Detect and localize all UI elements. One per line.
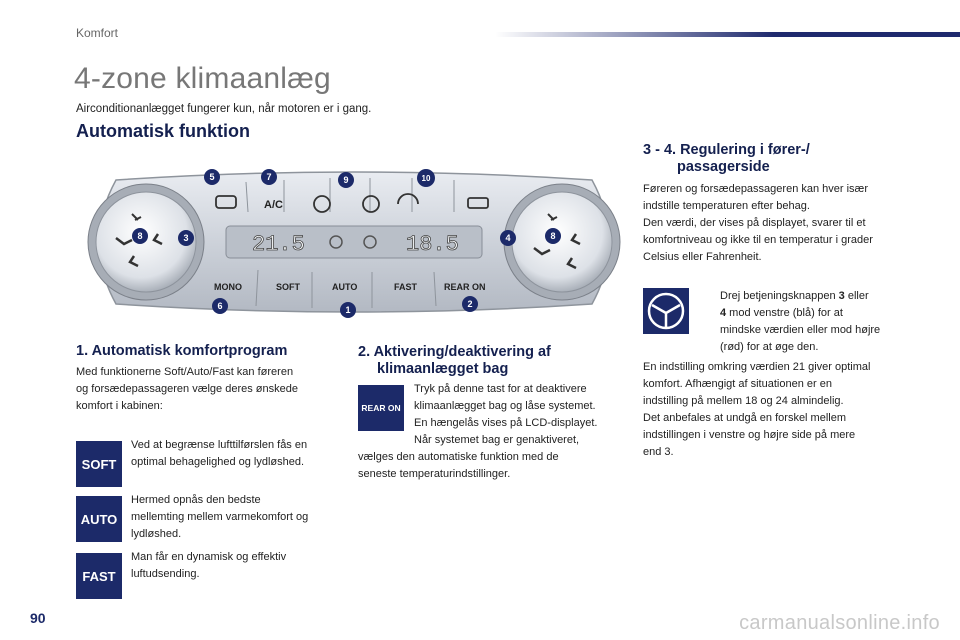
- section-label: Komfort: [76, 26, 119, 40]
- fast-key-icon: FAST: [76, 553, 122, 599]
- panel-btn-soft: SOFT: [276, 282, 301, 292]
- page-title: 4-zone klimaanlæg: [74, 62, 331, 95]
- page-number: 90: [30, 610, 46, 626]
- section3-heading: 3 - 4. Regulering i fører-/ passagerside: [643, 142, 810, 175]
- left-temp-display: 21.5: [252, 232, 305, 257]
- callout-9: 9: [343, 175, 348, 185]
- callout-7: 7: [266, 172, 271, 182]
- panel-btn-fast: FAST: [394, 282, 418, 292]
- optimal-setting-text: En indstilling omkring værdien 21 giver …: [643, 361, 871, 458]
- callout-2: 2: [467, 299, 472, 309]
- callout-5: 5: [209, 172, 214, 182]
- section2-text-full: vælges den automatiske funktion med de s…: [358, 451, 559, 480]
- callout-10: 10: [422, 174, 431, 183]
- callout-1: 1: [345, 305, 350, 315]
- section3-text: Føreren og forsædepassageren kan hver is…: [643, 183, 873, 263]
- callout-6: 6: [217, 301, 222, 311]
- callout-4: 4: [505, 233, 510, 243]
- soft-description: Ved at begrænse lufttilførslen fås en op…: [131, 439, 308, 468]
- right-temp-display: 18.5: [406, 232, 459, 257]
- header-rule: [495, 32, 960, 37]
- auto-key-icon: AUTO: [76, 496, 122, 542]
- temperature-knob-icon: [643, 288, 689, 334]
- panel-btn-auto: AUTO: [332, 282, 357, 292]
- panel-btn-rear-on: REAR ON: [444, 282, 486, 292]
- section2-text-right: Tryk på denne tast for at deaktivere kli…: [414, 383, 598, 446]
- turn-instruction: Drej betjeningsknappen 3 eller 4 mod ven…: [720, 290, 881, 353]
- watermark: carmanualsonline.info: [739, 612, 940, 634]
- panel-btn-mono: MONO: [214, 282, 242, 292]
- ac-label: A/C: [264, 199, 283, 211]
- callout-3: 3: [183, 233, 188, 243]
- section1-text: Med funktionerne Soft/Auto/Fast kan føre…: [76, 366, 298, 412]
- callout-8-right: 8: [550, 231, 555, 241]
- fast-description: Man får en dynamisk og effektiv luftudse…: [131, 551, 287, 580]
- rear-on-key-icon: REAR ON: [358, 385, 404, 431]
- section1-heading: 1. Automatisk komfortprogram: [76, 343, 288, 359]
- section2-heading: 2. Aktivering/deaktivering af klimaanlæg…: [358, 344, 551, 377]
- callout-8-left: 8: [137, 231, 142, 241]
- intro-text: Airconditionanlægget fungerer kun, når m…: [76, 103, 372, 115]
- heading-automatic: Automatisk funktion: [76, 121, 250, 141]
- soft-key-icon: SOFT: [76, 441, 122, 487]
- auto-description: Hermed opnås den bedste mellemting melle…: [131, 494, 309, 540]
- climate-control-panel: A/C 21.5 18.5 MONO SOFT AUTO FAST REAR O…: [87, 169, 621, 318]
